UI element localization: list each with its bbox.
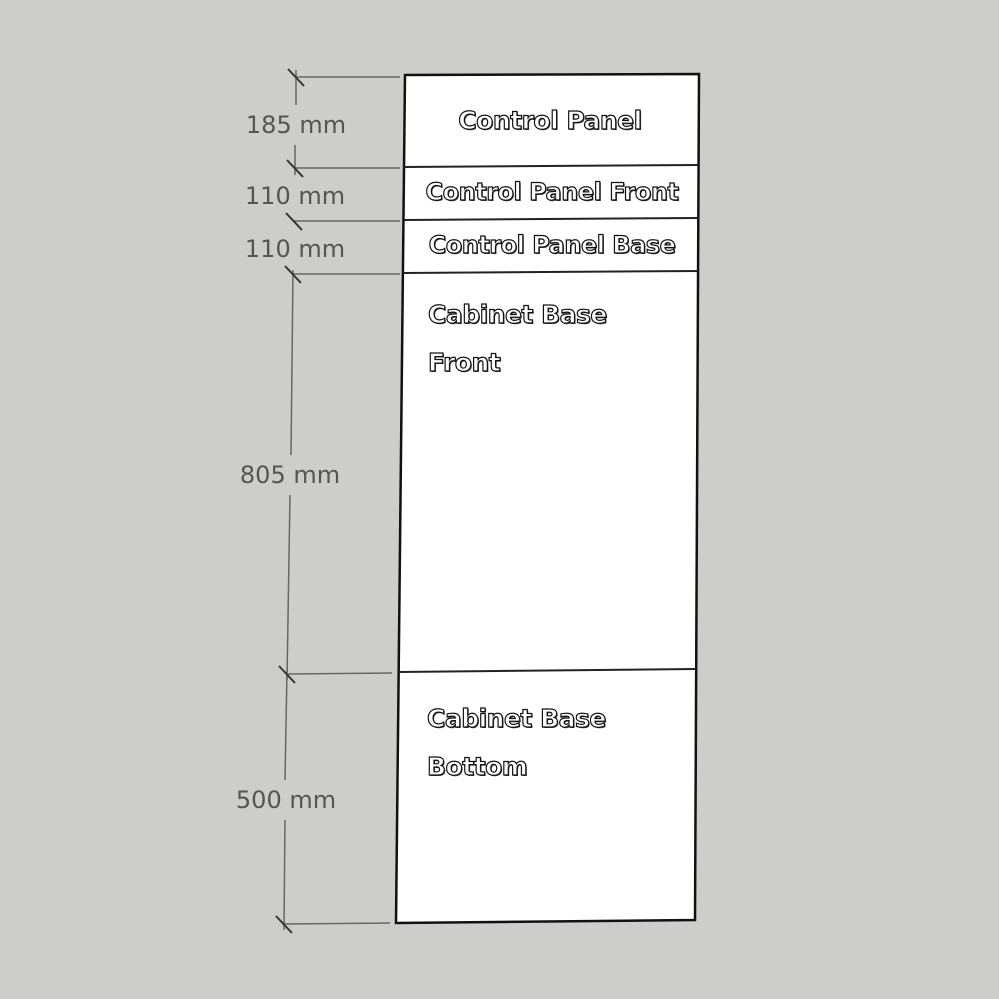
divider-control-panel-base — [402, 270, 699, 274]
section-label-cabinet-base-front-line2: Front — [427, 347, 501, 377]
dimension-ticks — [275, 68, 305, 934]
dimension-label-cabinet-base-bottom: 500 mm — [235, 784, 337, 816]
section-label-cabinet-base-bottom-line1: Cabinet Base — [426, 703, 607, 733]
dimension-label-control-panel-front: 110 mm — [244, 180, 346, 212]
section-label-cabinet-base-front-line1: Cabinet Base — [427, 299, 608, 329]
section-label-cabinet-base-bottom-line2: Bottom — [426, 751, 528, 781]
section-label-control-panel-base: Control Panel Base — [428, 230, 676, 259]
dimension-label-control-panel: 185 mm — [245, 109, 347, 141]
divider-control-panel-front — [403, 217, 699, 221]
dimension-label-control-panel-base: 110 mm — [244, 233, 346, 265]
section-label-control-panel: Control Panel — [458, 105, 643, 135]
divider-control-panel — [403, 164, 699, 168]
divider-cabinet-base-front — [398, 668, 697, 673]
section-label-control-panel-front: Control Panel Front — [425, 177, 680, 206]
cabinet-outline — [394, 72, 701, 925]
dimension-lines — [283, 70, 400, 931]
dimension-label-cabinet-base-front: 805 mm — [239, 459, 341, 491]
